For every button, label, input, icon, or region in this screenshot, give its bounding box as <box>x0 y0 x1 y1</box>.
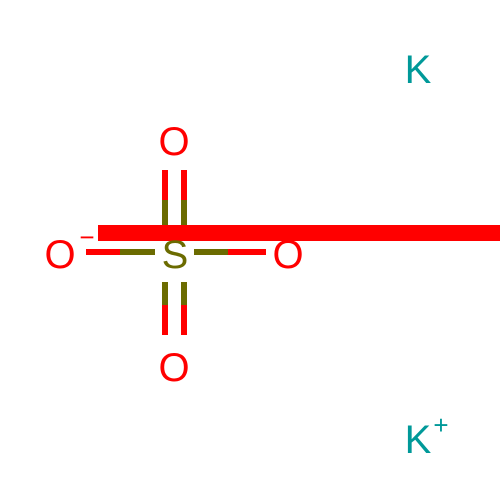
atom-k-bottom-charge: + <box>433 410 448 440</box>
atom-o-left: O <box>44 233 75 277</box>
atom-o-bottom: O <box>158 346 189 390</box>
atom-o-right: O <box>272 233 303 277</box>
atom-sulfur: S <box>162 233 189 277</box>
atom-k-bottom: K <box>405 418 432 462</box>
atom-o-left-charge: − <box>79 222 94 252</box>
double-bond-s-o-top <box>162 170 187 232</box>
double-bond-s-o-bottom <box>162 282 187 335</box>
atom-k-top: K <box>405 48 432 92</box>
atom-o-top: O <box>158 120 189 164</box>
o-k-bond <box>98 225 500 241</box>
